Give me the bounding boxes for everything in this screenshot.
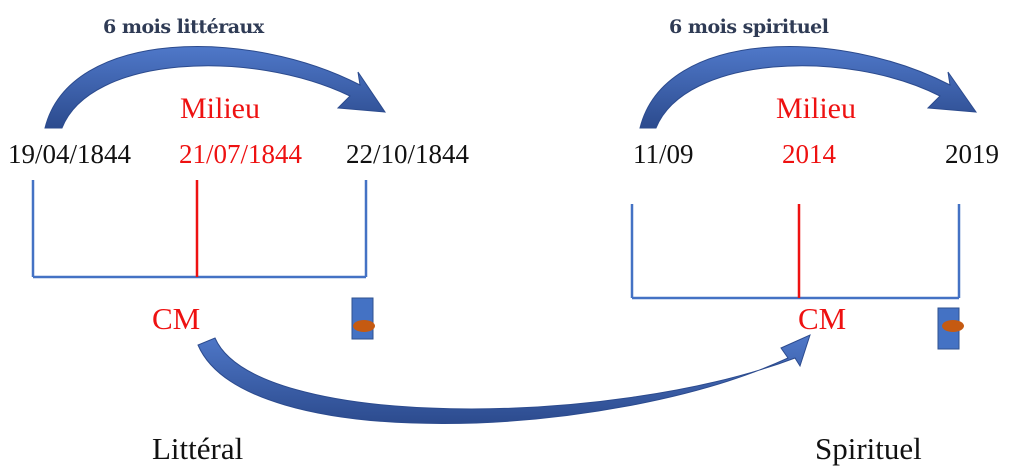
spiritual-start-date: 11/09 [633,139,694,169]
spiritual-header: 6 mois spirituel [669,16,829,38]
literal-caption: Littéral [152,431,244,466]
spiritual-middle-date: 2014 [782,139,836,169]
literal-end-dot [353,320,375,332]
spiritual-end-dot [942,320,964,332]
literal-end-block [351,297,374,340]
literal-header: 6 mois littéraux [103,16,264,38]
spiritual-milieu-label: Milieu [776,92,856,125]
spiritual-cm-label: CM [798,301,847,336]
literal-end-date: 22/10/1844 [346,139,470,169]
literal-curved-arrow [44,46,386,129]
literal-cm-label: CM [152,301,201,336]
spiritual-end-date: 2019 [945,139,999,169]
spiritual-curved-arrow [639,46,978,129]
spiritual-timeline [630,204,961,300]
literal-timeline [31,180,368,279]
literal-milieu-label: Milieu [180,92,260,125]
literal-middle-date: 21/07/1844 [179,139,303,169]
cm-transfer-arrow [197,334,811,424]
literal-start-date: 19/04/1844 [8,139,132,169]
spiritual-caption: Spirituel [815,431,922,466]
